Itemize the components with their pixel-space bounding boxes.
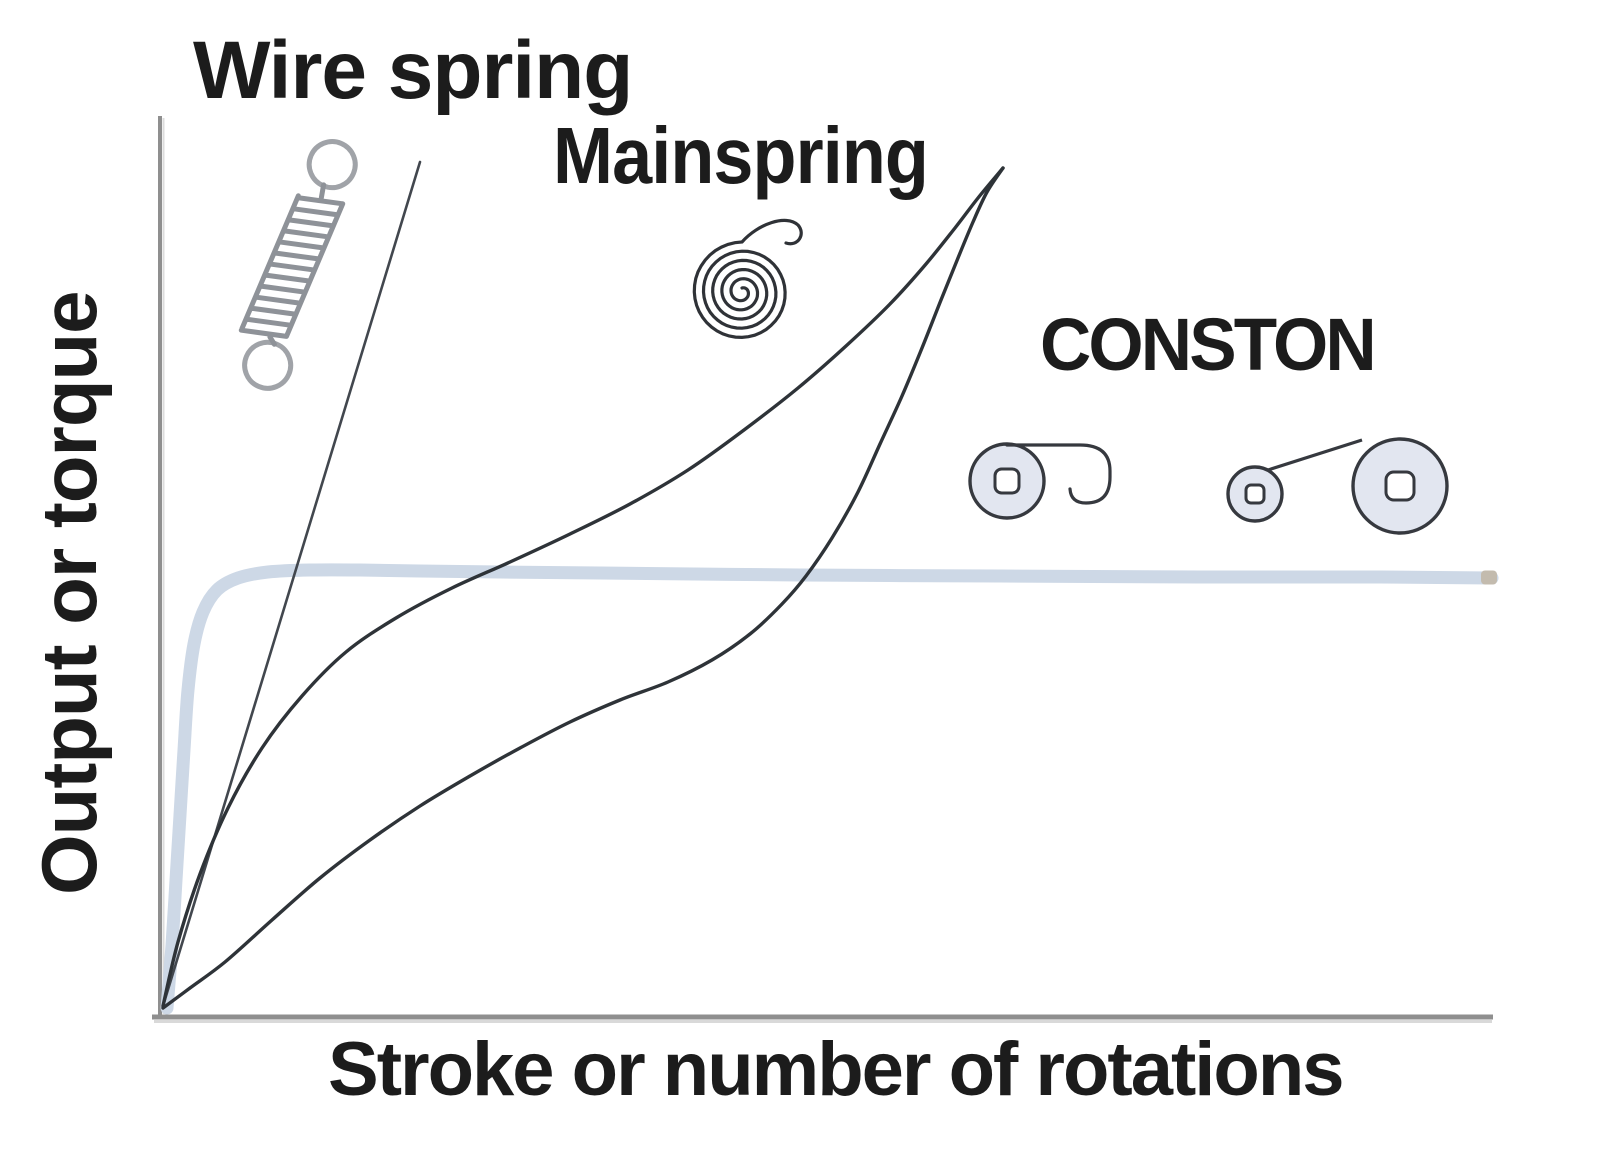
mainspring-icon: [692, 218, 803, 340]
curves: [160, 160, 1499, 1015]
y-axis-label: Output or torque: [25, 291, 113, 895]
wire-spring-icon: [238, 139, 358, 391]
conston-line-tip: [1481, 570, 1497, 585]
curve-mainspring-lower-unwinding-branch: [161, 166, 1005, 1010]
conston-single-roll-icon: [968, 442, 1112, 520]
conston-two-roll-icon: [1226, 437, 1449, 535]
curve-conston-constant-output: [160, 563, 1499, 1015]
curve-mainspring-upper-winding-branch: [161, 166, 1005, 1008]
conston-label: CONSTON: [1040, 303, 1377, 386]
mainspring-label: Mainspring: [553, 111, 929, 200]
curve-wire-spring-linear: [161, 160, 422, 1008]
x-axis-label: Stroke or number of rotations: [328, 1027, 1345, 1112]
wire-spring-label: Wire spring: [193, 25, 633, 116]
axes: [152, 116, 1493, 1023]
